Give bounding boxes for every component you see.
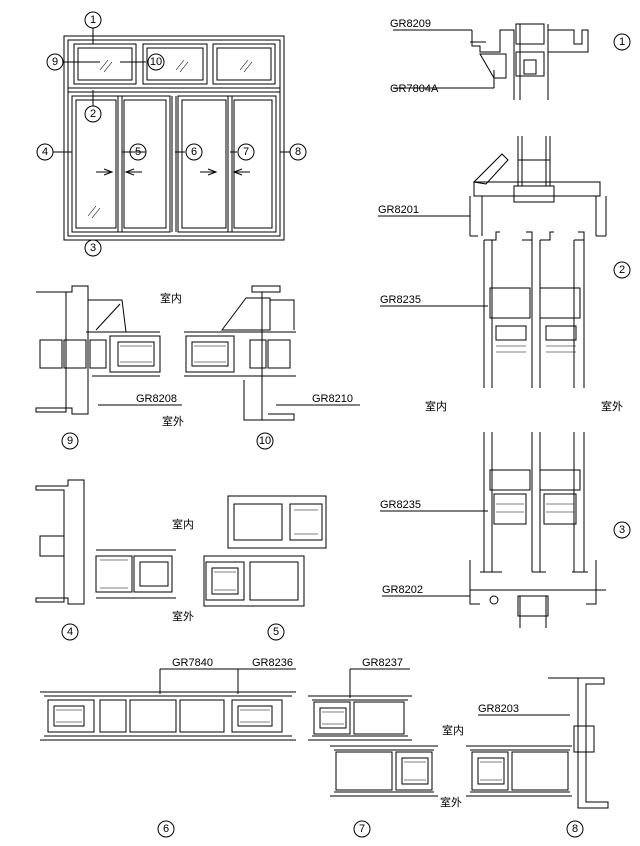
svg-text:5: 5: [135, 146, 141, 158]
svg-text:GR8235: GR8235: [380, 294, 421, 306]
section-10: GR8210 10: [184, 285, 360, 450]
svg-text:4: 4: [67, 626, 73, 638]
section-3: GR8235 GR8202 3: [380, 432, 631, 628]
svg-text:GR8210: GR8210: [312, 393, 353, 405]
callout-3: [84, 239, 102, 257]
svg-text:室外: 室外: [601, 399, 623, 413]
svg-text:10: 10: [150, 56, 162, 68]
svg-text:GR8235: GR8235: [380, 499, 421, 511]
svg-text:8: 8: [295, 146, 301, 158]
callout-9: [46, 53, 64, 71]
svg-text:1: 1: [90, 14, 96, 26]
svg-text:室内: 室内: [425, 399, 447, 413]
svg-text:室外: 室外: [172, 609, 194, 623]
top-light-right: [212, 43, 276, 85]
callout-4: [36, 143, 54, 161]
svg-text:GR8236: GR8236: [252, 657, 293, 669]
section-9: 室内 室外 GR8208 9: [35, 285, 184, 450]
window-elevation: [53, 28, 290, 241]
svg-text:室外: 室外: [440, 795, 462, 809]
svg-text:GR8202: GR8202: [382, 584, 423, 596]
callout-6: [185, 143, 203, 161]
section-1: GR8209 GR7804A 1: [390, 18, 631, 100]
svg-text:GR8208: GR8208: [136, 393, 177, 405]
svg-text:室内: 室内: [160, 291, 182, 305]
callout-2: [84, 105, 102, 123]
svg-text:GR8201: GR8201: [378, 204, 419, 216]
svg-text:GR7804A: GR7804A: [390, 83, 439, 95]
svg-text:室外: 室外: [162, 414, 184, 428]
svg-text:GR7840: GR7840: [172, 657, 213, 669]
callout-8: [289, 143, 307, 161]
section-5: 室内 室外 5: [172, 495, 327, 641]
sash-1: [71, 95, 171, 233]
section-4: 4: [35, 479, 176, 641]
svg-text:9: 9: [67, 435, 73, 447]
section-2: GR8201 GR8235 室内 室外 2: [378, 136, 631, 413]
svg-text:2: 2: [90, 108, 96, 120]
section-6: GR7840 GR8236 6: [40, 657, 296, 838]
svg-text:GR8203: GR8203: [478, 703, 519, 715]
svg-text:4: 4: [42, 146, 48, 158]
top-light-middle: [142, 43, 208, 85]
svg-text:3: 3: [619, 524, 625, 536]
svg-text:10: 10: [259, 435, 271, 447]
svg-text:2: 2: [619, 264, 625, 276]
glass-bead: [523, 59, 537, 75]
svg-text:7: 7: [359, 823, 365, 835]
svg-text:GR8209: GR8209: [390, 18, 431, 30]
top-light-left: [73, 43, 137, 85]
sash-2: [177, 95, 277, 233]
section-7: GR8237 室内 室外 7: [308, 657, 464, 838]
svg-text:8: 8: [572, 823, 578, 835]
elevation-callouts: 1 9 10 2 4 5 6 7 8 3: [36, 11, 307, 257]
svg-text:6: 6: [163, 823, 169, 835]
svg-text:GR8237: GR8237: [362, 657, 403, 669]
svg-text:5: 5: [273, 626, 279, 638]
svg-text:1: 1: [619, 36, 625, 48]
callout-10: [147, 53, 165, 71]
svg-text:6: 6: [191, 146, 197, 158]
callout-1: [84, 11, 102, 29]
svg-text:室内: 室内: [172, 517, 194, 531]
svg-text:7: 7: [243, 146, 249, 158]
callout-7: [237, 143, 255, 161]
section-8: GR8203 8: [466, 677, 609, 838]
svg-text:室内: 室内: [442, 723, 464, 737]
svg-text:3: 3: [90, 242, 96, 254]
callout-5: [129, 143, 147, 161]
svg-text:9: 9: [52, 56, 58, 68]
